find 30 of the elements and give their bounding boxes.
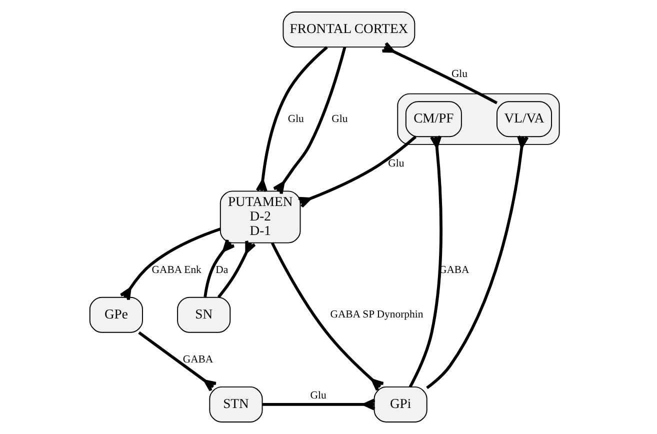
node-box: PUTAMEN D-2 D-1 — [220, 190, 301, 244]
node-box: GPi — [374, 386, 428, 422]
connector — [120, 228, 221, 302]
connector — [426, 134, 529, 390]
node-box: CM/PF — [405, 101, 462, 138]
connector — [204, 238, 236, 298]
edge-label: Da — [216, 264, 228, 276]
edge-label: Glu — [288, 112, 304, 125]
node-box: FRONTAL CORTEX — [282, 12, 416, 48]
edge-label: Glu — [332, 112, 348, 125]
node-box: GPe — [89, 296, 143, 333]
cluster — [397, 93, 560, 145]
edge-label: GABA SP Dynorphin — [330, 308, 424, 321]
node-box: STN — [209, 386, 263, 422]
connector — [262, 398, 376, 410]
connector — [408, 134, 442, 388]
connector — [138, 331, 218, 392]
connector — [217, 240, 256, 298]
node-box: SN — [177, 296, 231, 333]
edge-label: GABA Enk — [152, 264, 202, 276]
edge-label: Glu — [388, 158, 404, 170]
node-box: VL/VA — [496, 101, 552, 138]
connector — [297, 136, 417, 208]
edge-label: GABA — [182, 353, 214, 366]
edge-label: Glu — [310, 389, 326, 402]
connector — [272, 46, 346, 196]
connector — [381, 42, 498, 104]
connector — [270, 242, 385, 392]
edge-label: Glu — [451, 68, 468, 80]
connector — [256, 46, 328, 193]
